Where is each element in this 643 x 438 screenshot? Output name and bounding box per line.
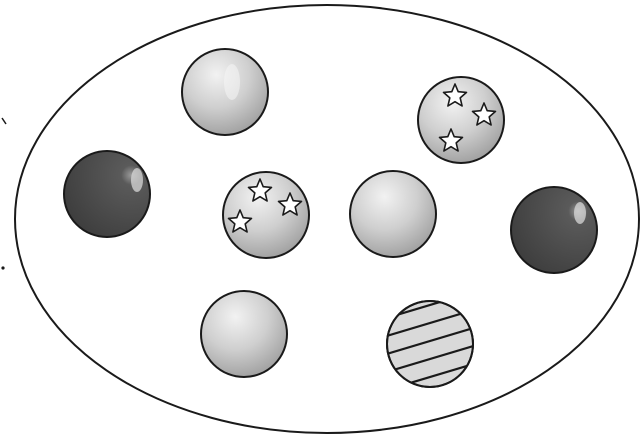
edge-mark-top (2, 118, 6, 124)
ball-plain-light (182, 49, 268, 135)
ball-plain-dark (511, 187, 597, 273)
ball-plain-light (350, 171, 436, 257)
ball-with-stars (223, 172, 309, 258)
edge-mark-bottom (1, 266, 4, 269)
ball-plain-dark (64, 151, 150, 237)
ball-with-stars (418, 77, 504, 163)
ball-plain-light (201, 291, 287, 377)
